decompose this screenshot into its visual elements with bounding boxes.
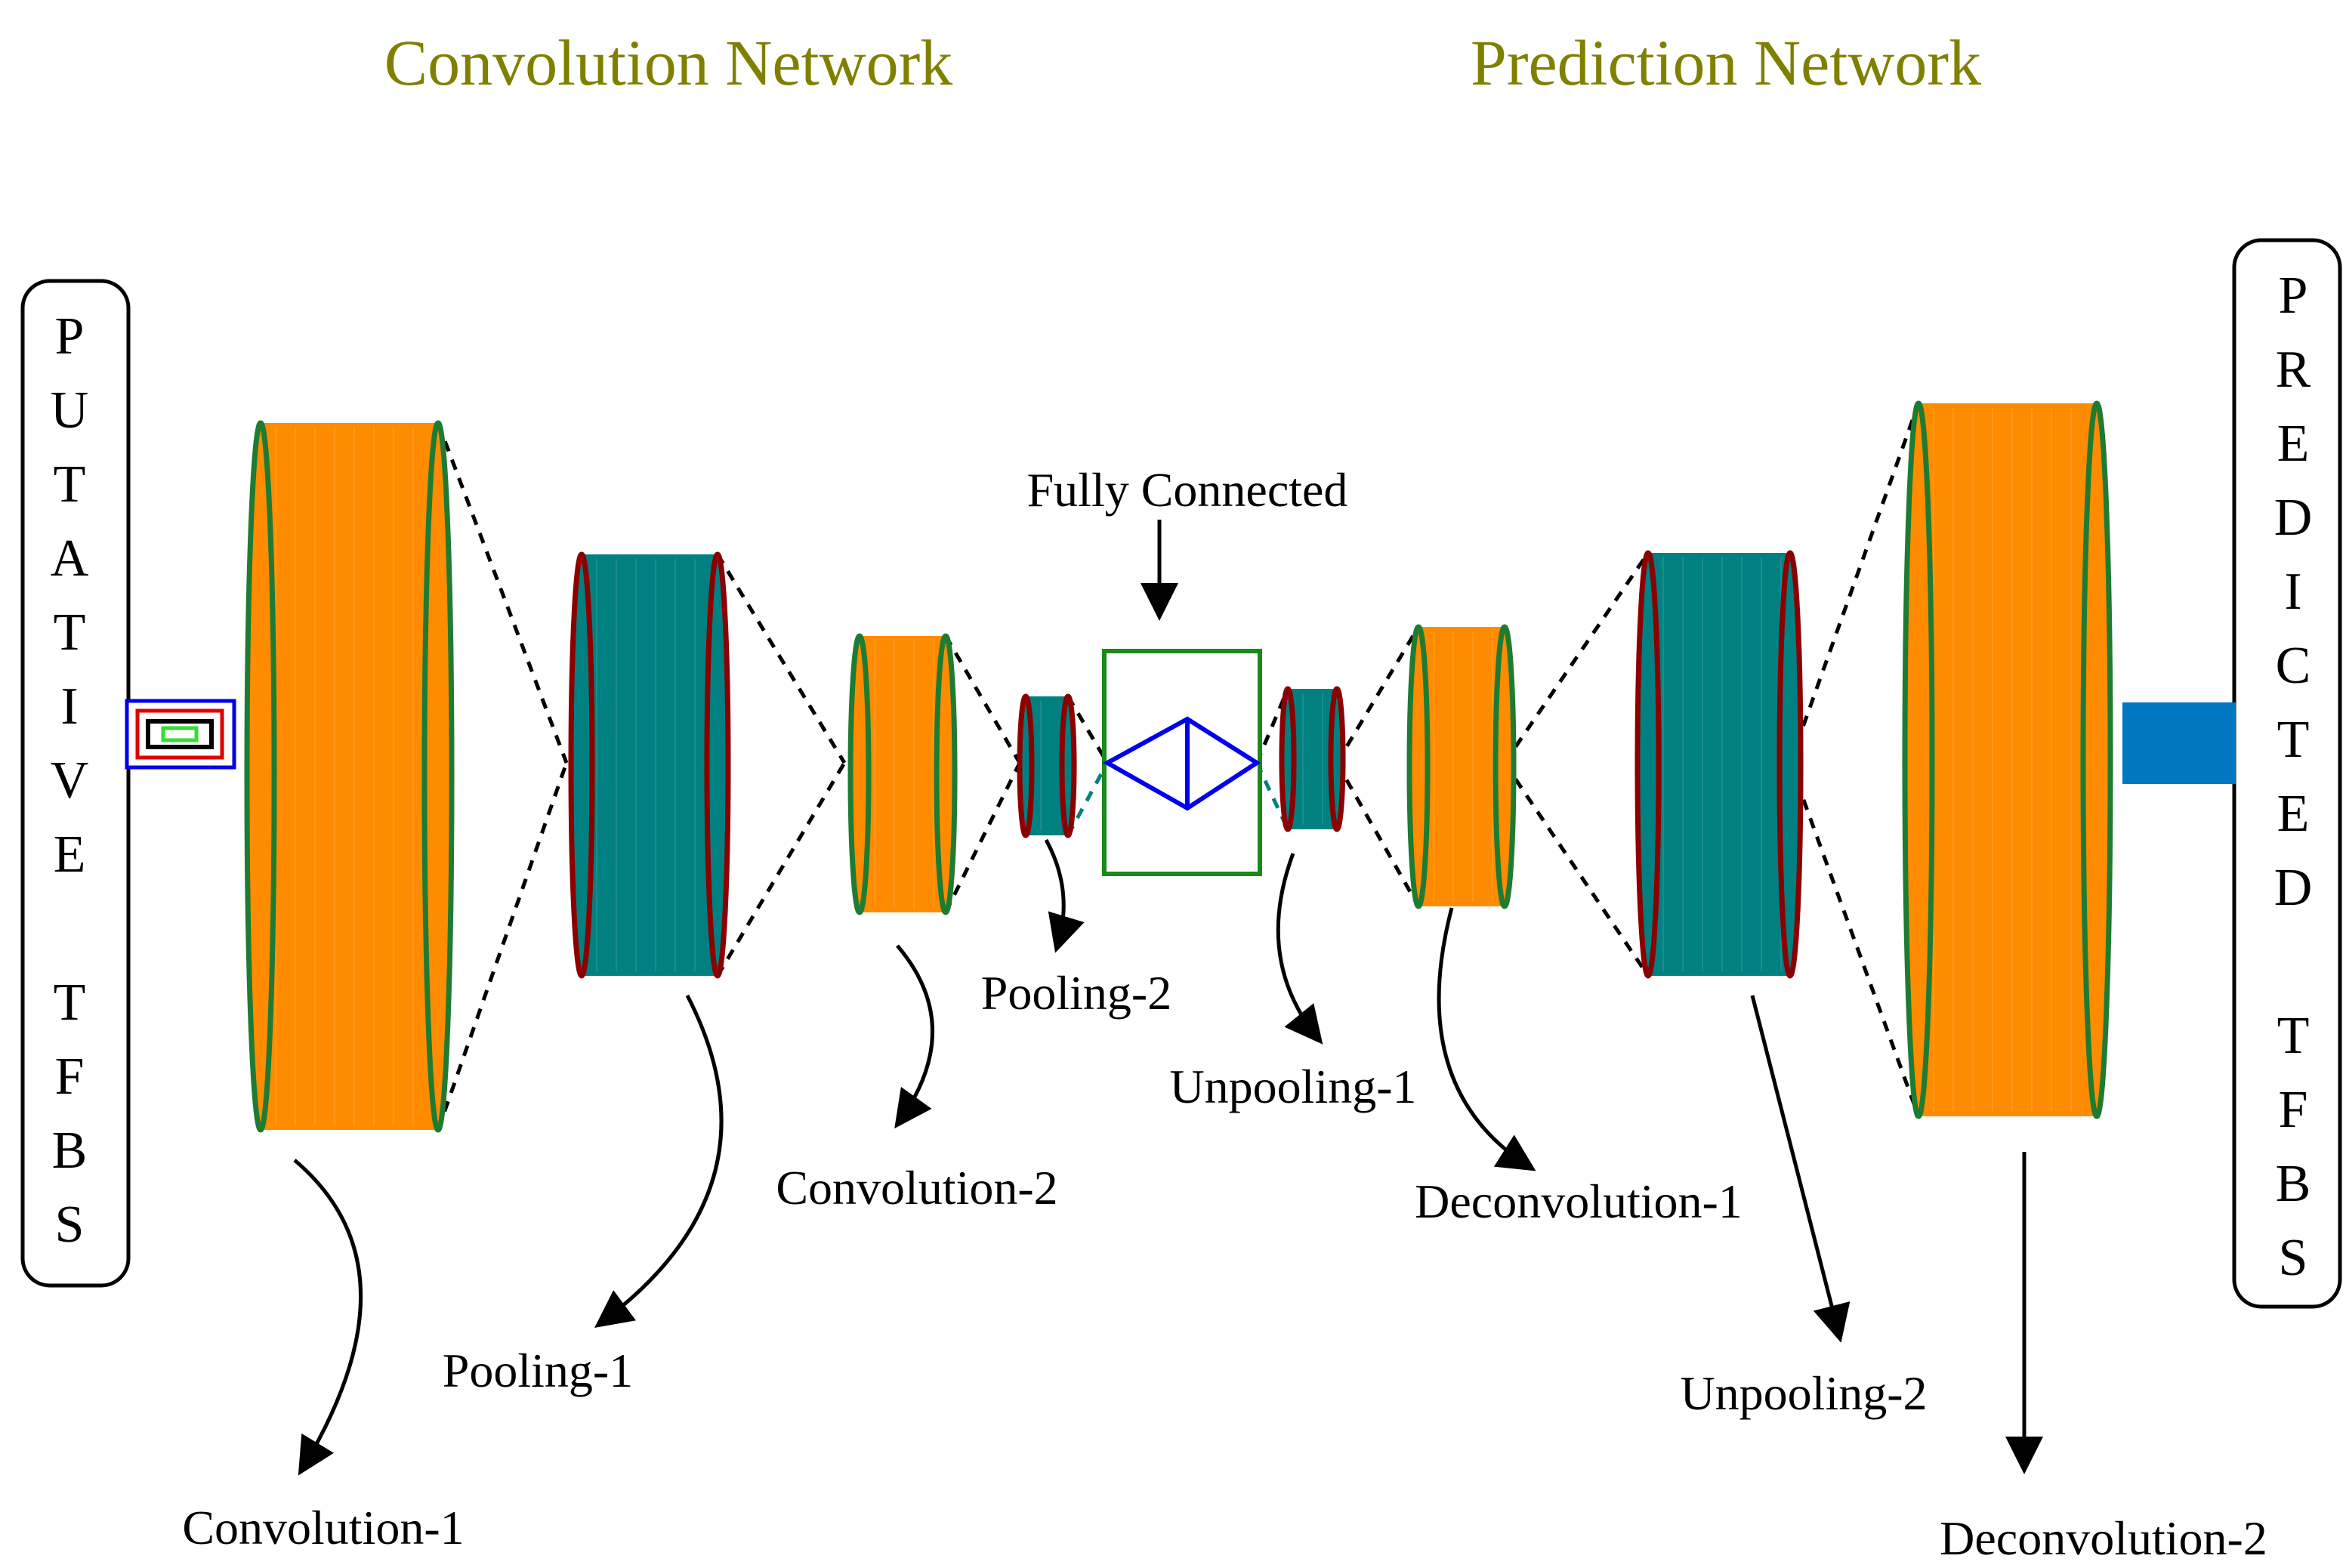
output-letter-10: T	[2277, 1007, 2310, 1065]
output-letter-1: R	[2276, 341, 2311, 399]
layer-connections	[436, 403, 1921, 1131]
input-letter-11: B	[52, 1122, 88, 1180]
output-letter-8: D	[2274, 859, 2313, 917]
conn-c1-p1-bottom	[436, 762, 569, 1131]
output-letter-4: I	[2284, 563, 2301, 621]
conn-d1-u2-top	[1502, 551, 1650, 764]
output-letter-13: S	[2279, 1229, 2308, 1287]
label-fully-connected: Fully Connected	[1027, 463, 1348, 517]
input-side-box	[20, 279, 131, 1288]
label-pooling-2: Pooling-2	[981, 966, 1171, 1020]
input-letter-3: A	[51, 529, 89, 588]
arrow-pooling-2	[1044, 838, 1085, 953]
label-convolution-2: Convolution-2	[776, 1161, 1057, 1215]
arrow-unpooling-1	[1276, 853, 1323, 1045]
input-letter-1: U	[51, 381, 89, 440]
input-window-icon	[125, 699, 236, 770]
arrow-convolution-2	[894, 944, 934, 1129]
output-bar	[2122, 702, 2236, 784]
cylinder-deconvolution-1	[1406, 624, 1517, 909]
conn-p2-fc-bottom	[1066, 761, 1110, 837]
input-letter-4: T	[54, 603, 86, 662]
title-convolution-network: Convolution Network	[384, 26, 952, 99]
conn-d1-u2-bottom	[1502, 761, 1650, 977]
cylinder-convolution-2	[847, 633, 958, 915]
arrow-unpooling-2	[1750, 995, 1851, 1343]
conn-c2-p2-bottom	[943, 761, 1022, 914]
conn-p1-c2-top	[715, 553, 847, 764]
input-letter-6: V	[51, 752, 89, 810]
output-letter-2: E	[2277, 415, 2310, 473]
cylinder-pooling-2	[1017, 693, 1077, 838]
title-prediction-network: Prediction Network	[1471, 26, 1981, 99]
output-letter-7: E	[2277, 785, 2310, 843]
output-letter-6: T	[2277, 711, 2310, 769]
cylinder-convolution-1	[244, 420, 455, 1133]
input-letter-2: T	[54, 455, 86, 514]
conn-p1-c2-bottom	[715, 761, 847, 977]
conn-u2-d2-top	[1788, 403, 1921, 764]
label-pooling-1: Pooling-1	[443, 1344, 633, 1397]
output-letter-0: P	[2279, 267, 2308, 325]
output-letter-12: B	[2276, 1155, 2311, 1213]
conn-c1-p1-top	[436, 422, 569, 764]
label-unpooling-1: Unpooling-1	[1169, 1060, 1416, 1113]
input-letter-9: T	[54, 974, 86, 1032]
input-letter-10: F	[55, 1048, 85, 1106]
cylinder-unpooling-2	[1634, 550, 1804, 979]
input-letter-7: E	[54, 826, 86, 884]
label-deconvolution-2: Deconvolution-2	[1940, 1511, 2267, 1565]
output-letter-3: D	[2274, 489, 2313, 547]
cylinder-unpooling-1	[1279, 686, 1346, 832]
label-unpooling-2: Unpooling-2	[1680, 1366, 1927, 1420]
output-letter-5: C	[2276, 637, 2311, 695]
arrow-pooling-1	[594, 994, 724, 1328]
cylinder-pooling-1	[568, 551, 731, 979]
input-letter-5: I	[60, 678, 78, 736]
conn-u1-d1-bottom	[1335, 761, 1421, 908]
label-arrows	[293, 838, 2043, 1476]
output-letter-11: F	[2279, 1081, 2308, 1139]
arrow-convolution-1	[293, 1159, 363, 1476]
cylinder-deconvolution-2	[1902, 400, 2113, 1119]
arrow-deconvolution-1	[1437, 907, 1536, 1171]
layer-cylinders	[244, 400, 2113, 1133]
input-letter-12: S	[55, 1196, 85, 1254]
conn-u1-d1-top	[1335, 625, 1421, 764]
fully-connected-block	[1102, 649, 1262, 876]
output-side-box	[2232, 238, 2342, 1309]
conn-u2-d2-bottom	[1788, 762, 1921, 1117]
input-letter-0: P	[55, 307, 85, 366]
conn-p2-fc-top	[1066, 695, 1110, 764]
conn-c2-p2-top	[943, 634, 1022, 764]
label-convolution-1: Convolution-1	[182, 1501, 464, 1554]
label-deconvolution-1: Deconvolution-1	[1415, 1174, 1743, 1228]
